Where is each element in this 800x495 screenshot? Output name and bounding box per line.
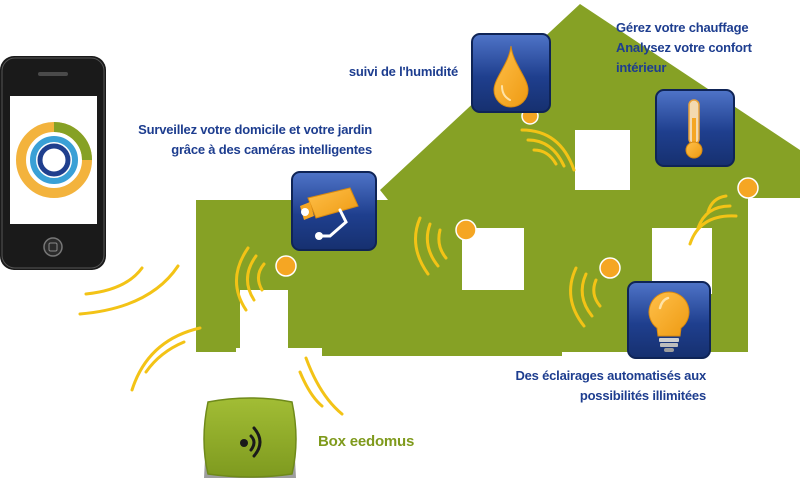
camera-wave-1: [257, 262, 266, 292]
humidity-wave-2: [526, 138, 566, 168]
box-wave-4: [304, 356, 344, 416]
phone-wave-1: [84, 266, 144, 296]
eedomus-box: [203, 397, 297, 478]
light-wave-1: [592, 278, 602, 308]
house-body: [196, 4, 800, 356]
thermostat-tile: [655, 89, 735, 167]
camera-tile: [291, 171, 377, 251]
heating-caption: Gérez votre chauffage Analysez votre con…: [616, 18, 752, 78]
app-logo-rings: [16, 122, 92, 198]
thermo-wave-2: [696, 204, 732, 230]
light-wave-3: [569, 266, 586, 328]
light-wave-2: [580, 272, 594, 318]
smartphone-icon: [0, 56, 106, 270]
box-wave-2: [130, 326, 202, 392]
window-wave-3: [414, 216, 430, 276]
camera-wave-2: [246, 254, 258, 302]
box-caption: Box eedomus: [318, 433, 415, 450]
thermo-wave-1: [706, 194, 728, 214]
humidity-caption-line-1: suivi de l'humidité: [348, 64, 458, 79]
window-wave-1: [437, 228, 448, 260]
sensor-dot-light: [599, 257, 621, 279]
box-wave-3: [298, 370, 324, 408]
window-wave-2: [425, 222, 440, 268]
roof-eave: [388, 176, 420, 200]
lighting-tile: [627, 281, 711, 359]
heating-caption-line-3: intérieur: [616, 60, 667, 75]
lighting-caption-line-2: possibilités illimitées: [579, 388, 706, 403]
box-wave-1: [144, 340, 186, 374]
lighting-caption-line-1: Des éclairages automatisés aux: [515, 368, 706, 383]
thermometer-icon: [685, 99, 703, 159]
light-bulb-icon: [648, 291, 690, 352]
camera-icon: [300, 187, 359, 240]
sensor-dots: [275, 107, 759, 279]
humidity-wave-3: [520, 128, 576, 172]
camera-caption-line-2: grâce à des caméras intelligentes: [171, 142, 372, 157]
heating-caption-line-2: Analysez votre confort: [616, 40, 752, 55]
camera-wave-3: [235, 246, 250, 312]
wifi-icon: [240, 426, 262, 458]
humidity-wave-1: [532, 148, 558, 166]
heating-caption-line-1: Gérez votre chauffage: [616, 20, 749, 35]
signal-waves: [78, 128, 738, 416]
sensor-dot-window: [455, 219, 477, 241]
door: [240, 290, 288, 348]
phone-wave-2: [78, 264, 180, 316]
house: [196, 4, 800, 356]
lighting-caption: Des éclairages automatisés aux possibili…: [515, 366, 706, 406]
camera-caption: Surveillez votre domicile et votre jardi…: [138, 120, 372, 160]
window-top: [575, 130, 630, 190]
sensor-dot-camera: [275, 255, 297, 277]
camera-caption-line-1: Surveillez votre domicile et votre jardi…: [138, 122, 372, 137]
humidity-caption: suivi de l'humidité: [349, 62, 458, 82]
sensor-dot-thermo: [737, 177, 759, 199]
humidity-tile: [471, 33, 551, 113]
thermo-wave-3: [688, 214, 738, 246]
